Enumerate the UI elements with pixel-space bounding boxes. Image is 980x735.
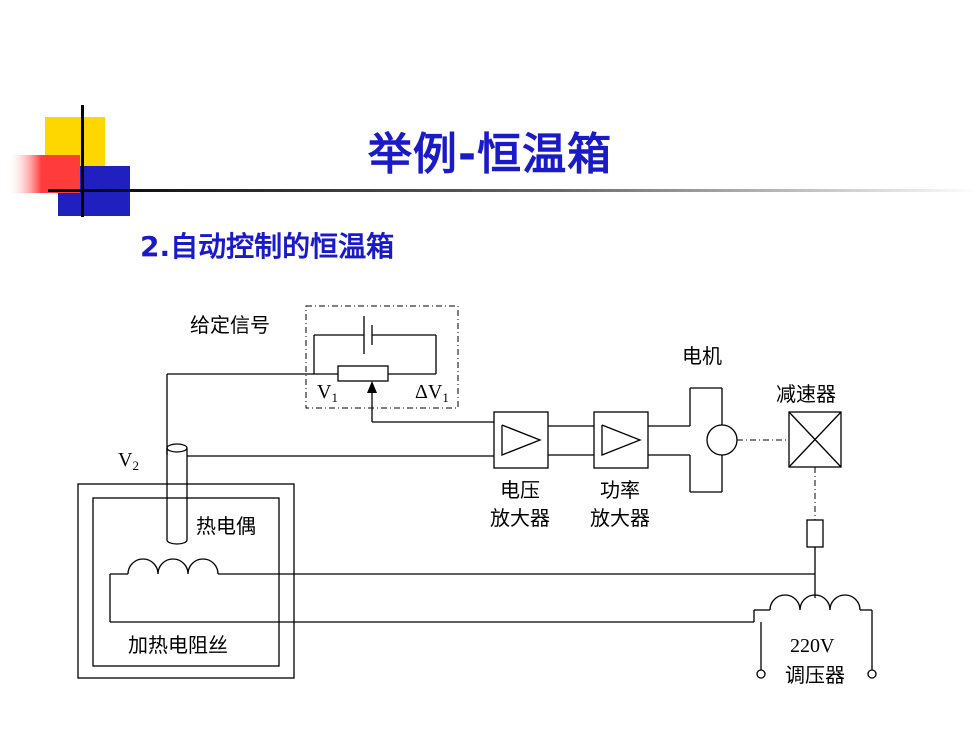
oven-inner-wall [92, 497, 280, 667]
red-square [10, 155, 80, 193]
page-subtitle: 2.自动控制的恒温箱 [140, 230, 395, 263]
motor-symbol [648, 387, 738, 493]
regulator-slider [806, 519, 824, 548]
label-heater-wire: 加热电阻丝 [128, 634, 228, 657]
label-v2: V2 [118, 449, 139, 473]
given-signal-box [305, 305, 459, 409]
vertical-rule [81, 105, 84, 217]
label-thermocouple: 热电偶 [196, 515, 256, 538]
battery-symbol [313, 316, 437, 374]
label-voltage-amp-2: 放大器 [490, 507, 550, 530]
heating-coil [109, 558, 815, 623]
header-decoration [10, 105, 980, 217]
potentiometer-wiper [367, 381, 494, 423]
horizontal-rule [48, 189, 980, 192]
potentiometer [314, 365, 436, 382]
label-v1: V1 [317, 381, 338, 405]
label-voltage-amp-1: 电压 [500, 479, 540, 502]
label-delta-v1: ΔV1 [415, 381, 449, 405]
label-power-amp-1: 功率 [600, 479, 640, 502]
voltage-amplifier [493, 411, 549, 469]
oven-outer-wall [77, 483, 295, 679]
label-reducer: 减速器 [776, 383, 836, 406]
label-220v: 220V [790, 635, 835, 657]
label-power-amp-2: 放大器 [590, 507, 650, 530]
thermocouple-probe [166, 443, 188, 545]
regulator-coil [753, 594, 877, 679]
page-title: 举例-恒温箱 [367, 129, 613, 180]
label-regulator: 调压器 [785, 664, 845, 687]
reducer-gearbox [788, 411, 842, 468]
label-given-signal: 给定信号 [190, 314, 270, 337]
label-motor: 电机 [682, 345, 722, 368]
power-amplifier [593, 411, 649, 469]
